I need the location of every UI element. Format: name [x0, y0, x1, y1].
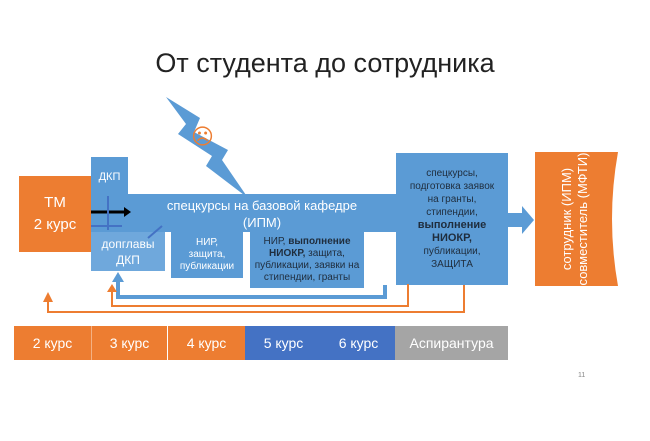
nir-small-line2: защита, [188, 249, 226, 260]
base-department-band: спецкурсы на базовой кафедре (ИПМ) [128, 194, 396, 232]
nir-large-l1a: НИР, [263, 236, 289, 247]
advanced-line5: выполнение [417, 219, 487, 231]
orange-return-loop-inner [111, 284, 409, 307]
page-title: От студента до сотрудника [155, 48, 495, 78]
nir-large-l1b: выполнение [288, 236, 351, 247]
nir-large-l3: публикации, заявки на [254, 260, 360, 271]
nir-box-small: НИР, защита, публикации [171, 232, 243, 278]
page-number: 11 [578, 372, 586, 379]
dopglavy-label: допглавы [101, 236, 155, 251]
nir-small-line1: НИР, [196, 237, 218, 248]
advanced-line6: НИОКР, [432, 232, 472, 244]
advanced-line1: спецкурсы, [426, 168, 478, 179]
dopglavy-dkp-label: ДКП [116, 252, 140, 267]
arrow-diag [147, 225, 163, 239]
advanced-line4: стипендии, [426, 207, 478, 218]
dkp-label: ДКП [98, 171, 121, 183]
nir-large-l2b: защита, [308, 248, 345, 259]
course-4: 4 курс [168, 326, 245, 360]
advanced-block: спецкурсы, подготовка заявок на гранты, … [396, 153, 508, 285]
course-6: 6 курс [322, 326, 395, 360]
base-department-label: спецкурсы на базовой кафедре [166, 198, 358, 213]
advanced-line2: подготовка заявок [409, 181, 495, 192]
nir-small-line3: публикации [179, 261, 235, 272]
base-department-org: (ИПМ) [242, 215, 282, 230]
orange-return-loop-outer [47, 285, 465, 313]
course-2: 2 курс [14, 326, 91, 360]
sad-face-icon: ☹ [191, 124, 214, 149]
advanced-line3: на гранты, [427, 194, 477, 205]
tm-course-label: 2 курс [33, 216, 77, 233]
nir-box-large: НИР, выполнение НИОКР, защита, публикаци… [250, 232, 364, 288]
lightning-bolt-shape [166, 97, 248, 198]
tm-label: ТМ [44, 194, 66, 211]
advanced-line7: публикации, [423, 246, 481, 257]
nir-large-l4: стипендии, гранты [263, 272, 351, 283]
arrow-to-employee [508, 206, 534, 234]
advanced-line8: ЗАЩИТА [431, 259, 473, 270]
course-postgraduate: Аспирантура [395, 326, 508, 360]
course-3: 3 курс [91, 326, 167, 360]
blue-return-loop [116, 280, 387, 299]
tm-block: ТМ 2 курс [19, 176, 91, 252]
dopglavy-block: допглавы ДКП [91, 232, 165, 271]
nir-large-l2a: НИОКР, [269, 248, 309, 259]
course-5: 5 курс [245, 326, 322, 360]
